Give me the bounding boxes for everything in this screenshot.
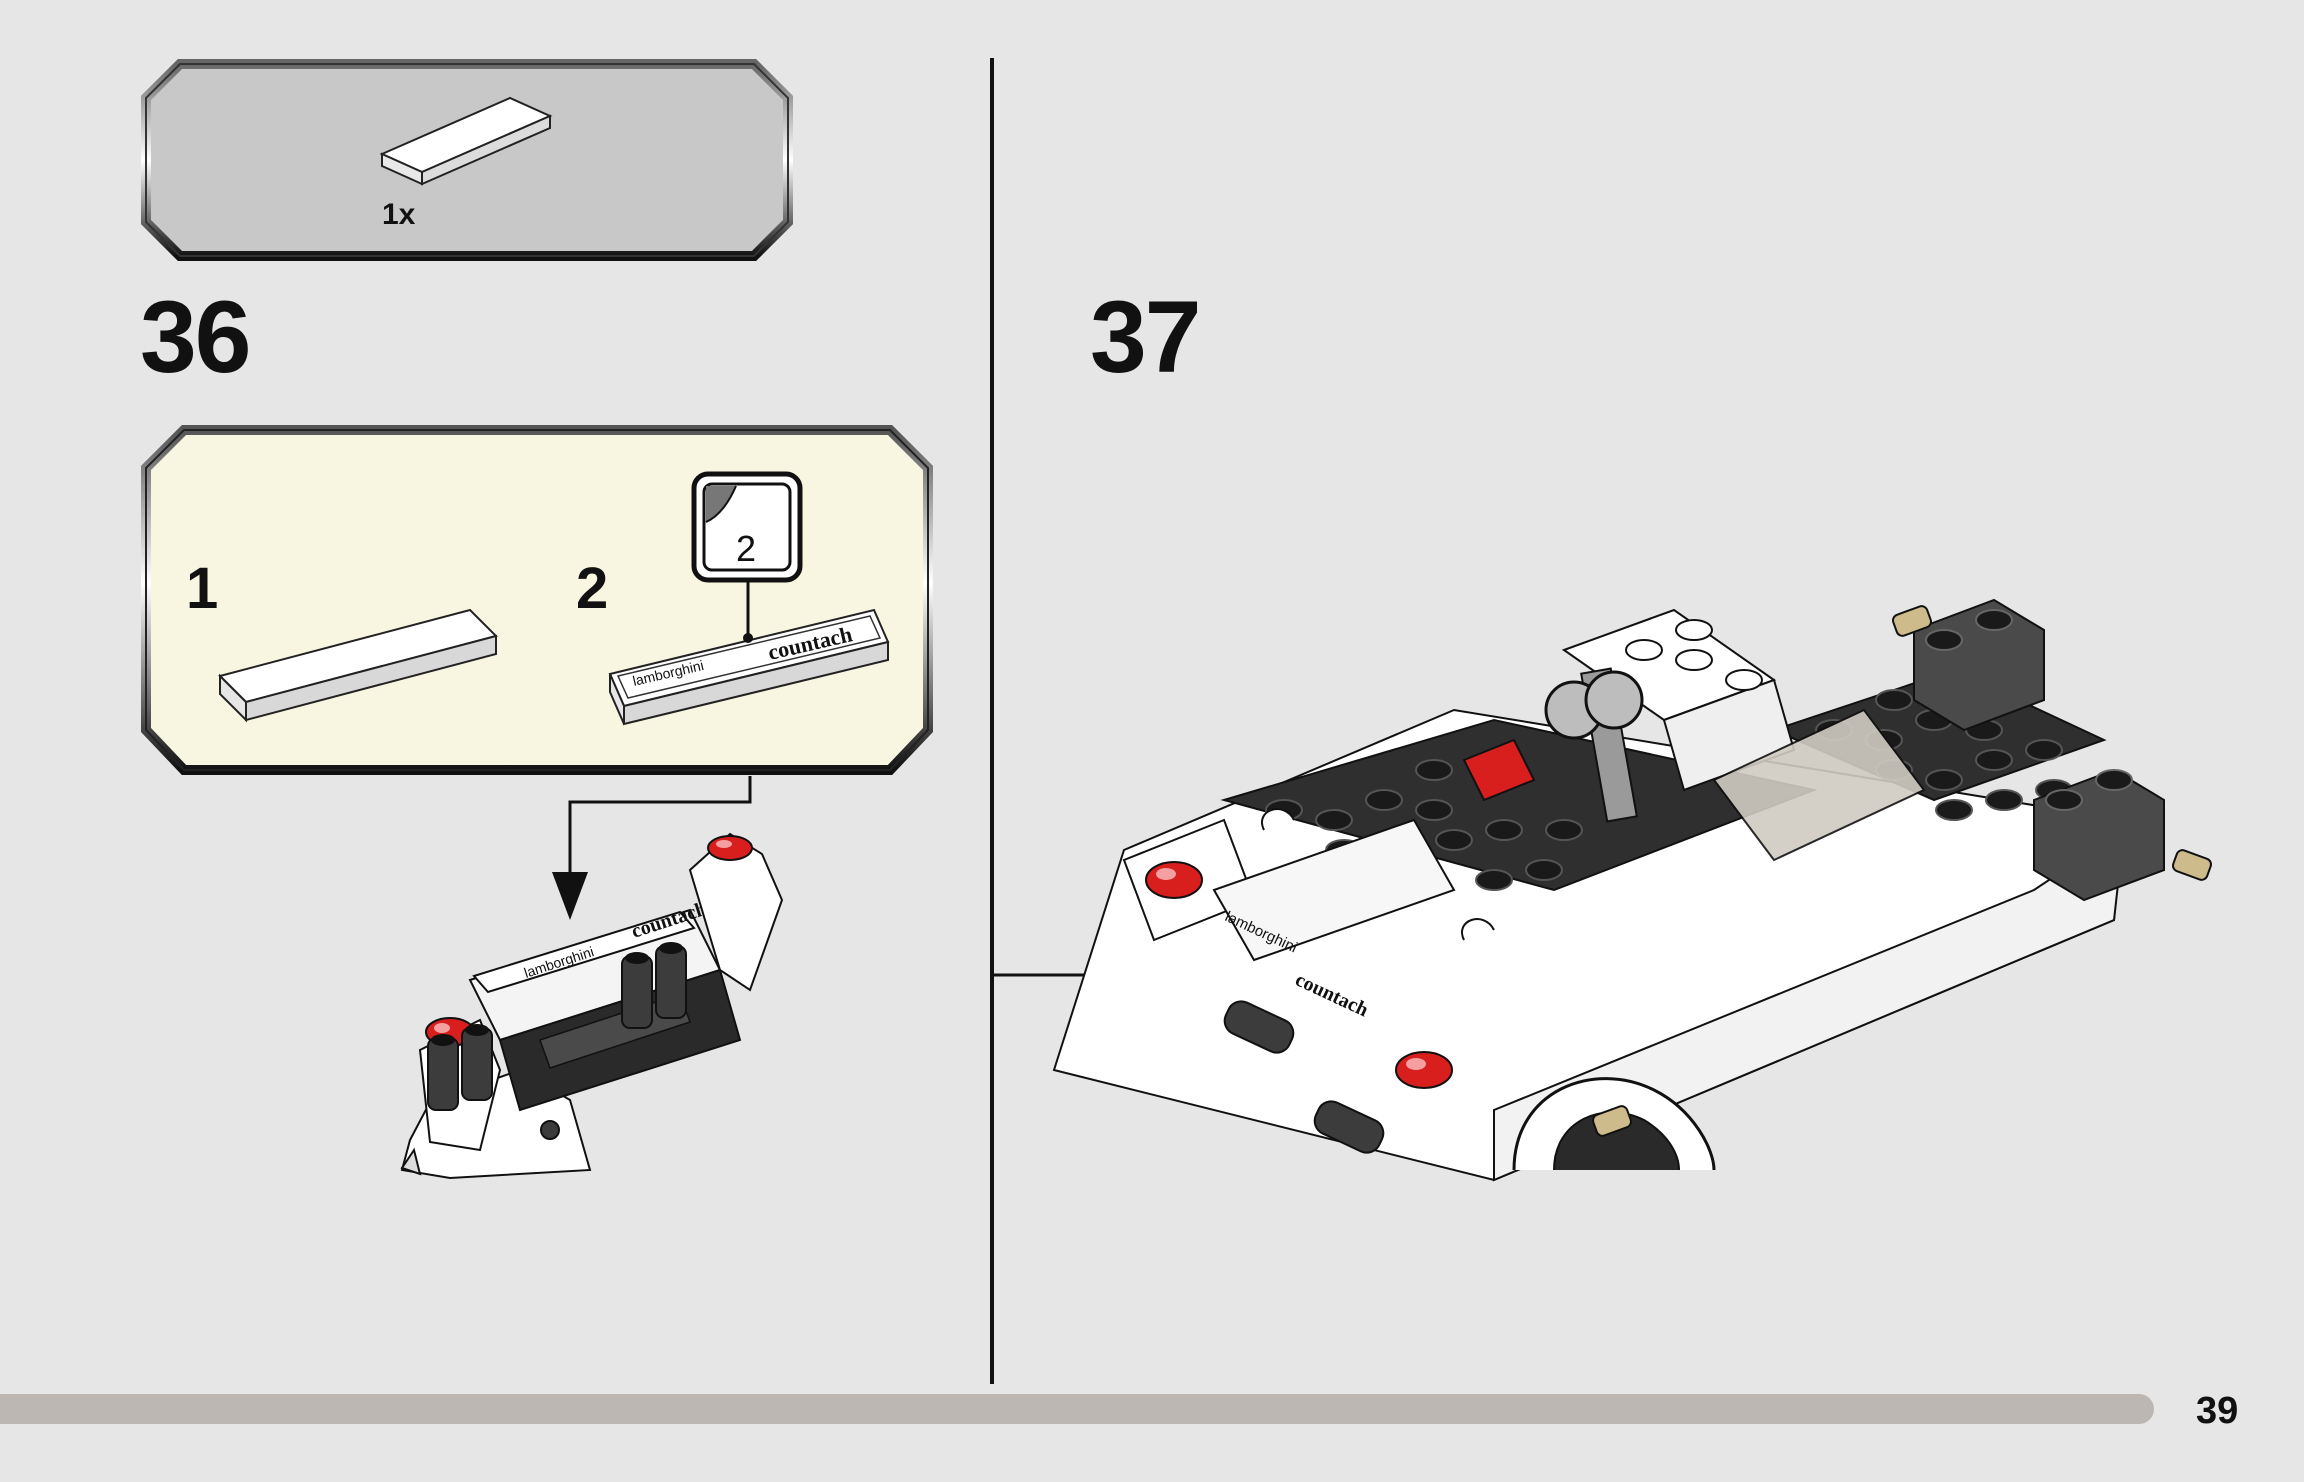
tail-light-icon [707, 835, 753, 861]
sticker-sheet-icon [690, 470, 804, 584]
step-divider [990, 58, 994, 1384]
sticker-number: 2 [736, 528, 757, 569]
tile-1x4-part [379, 96, 553, 186]
plain-tile [218, 608, 498, 723]
substep-number-1: 1 [186, 556, 219, 621]
substep-number-2: 2 [576, 556, 609, 621]
tail-light-icon [1395, 1051, 1453, 1089]
page-progress-bar [0, 1394, 2154, 1424]
step-number-37: 37 [1090, 280, 1201, 394]
step37-model-illustration: lamborghini countach [994, 590, 2264, 1190]
sticker-tile: lamborghini countach [608, 608, 890, 726]
step-number-36: 36 [140, 280, 251, 394]
substep-box: lamborghini countach [140, 424, 934, 776]
parts-list-box [140, 58, 794, 262]
part-quantity: 1x [382, 198, 416, 231]
tail-light-icon [1145, 861, 1203, 899]
page-number: 39 [2196, 1390, 2239, 1432]
step36-model-illustration: lamborghini countach [390, 770, 860, 1190]
